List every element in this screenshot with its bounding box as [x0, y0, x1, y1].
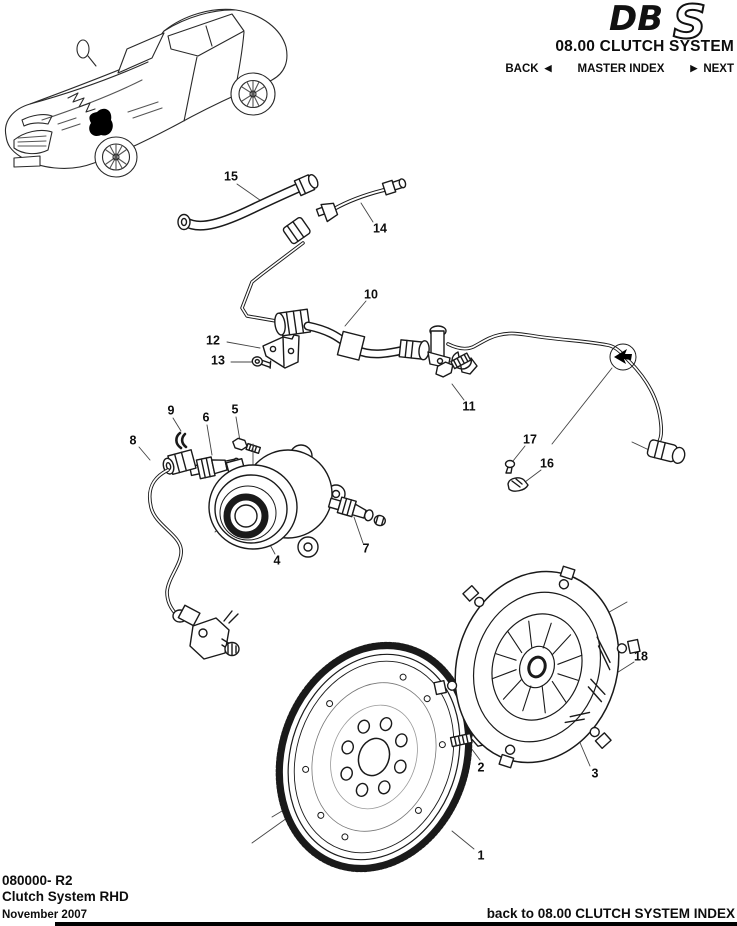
part-bleed-fitting-7 — [327, 496, 386, 527]
callout-9: 9 — [167, 403, 175, 418]
callout-3: 3 — [591, 766, 599, 781]
callout-16: 16 — [540, 456, 554, 471]
car-door-line-front — [183, 56, 198, 122]
dbs-logo-s: S — [673, 0, 706, 42]
harness-squiggle — [67, 92, 96, 113]
nav-next-arrow-icon[interactable]: ▶ — [690, 62, 698, 73]
nav-master-index-link[interactable]: MASTER INDEX — [577, 63, 665, 75]
callout-11: 11 — [462, 399, 476, 414]
clip-location-marker — [609, 343, 637, 371]
car-hood-vents — [57, 101, 163, 131]
back-to-index-link[interactable]: back to 08.00 CLUTCH SYSTEM INDEX — [486, 906, 735, 921]
doc-number: 080000- R2 — [2, 873, 73, 888]
cover-lugs — [433, 565, 641, 769]
callout-5: 5 — [231, 402, 239, 417]
part-slave-cylinder-4 — [208, 444, 346, 558]
footer-doc-block: 080000- R2 Clutch System RHD November 20… — [2, 873, 129, 923]
callout-2: 2 — [477, 760, 485, 775]
callout-18: 18 — [634, 649, 648, 664]
part-bracket-12 — [262, 334, 300, 369]
dbs-logo-db: DB — [609, 0, 663, 39]
car-hood-line — [29, 61, 149, 105]
callout-4: 4 — [273, 553, 281, 568]
cover-straps — [564, 636, 611, 724]
pipe-connector-upper — [240, 216, 311, 323]
part-feed-hose-15 — [177, 174, 319, 231]
footer-rule — [55, 922, 737, 926]
part-clip-16 — [507, 477, 529, 492]
diaphragm-fingers — [491, 620, 583, 714]
doc-title: Clutch System RHD — [2, 889, 129, 904]
part-pipe-8 — [147, 449, 240, 660]
car-locator-illustration — [4, 8, 288, 178]
nav-next-link[interactable]: NEXT — [703, 63, 734, 75]
callout-13: 13 — [211, 353, 225, 368]
part-bolt-11 — [435, 352, 472, 378]
doc-date: November 2007 — [2, 909, 88, 921]
callout-17: 17 — [523, 432, 537, 447]
page-title: 08.00 CLUTCH SYSTEM — [555, 38, 734, 55]
flywheel-bolt-holes — [340, 717, 408, 797]
car-mirror — [76, 39, 90, 59]
car-grille-slats — [17, 135, 47, 147]
part-flywheel-1 — [275, 641, 473, 873]
car-headlight — [21, 114, 53, 127]
nav-back-arrow-icon[interactable]: ◀ — [544, 62, 552, 73]
callout-12: 12 — [206, 333, 220, 348]
part-screw-17 — [504, 459, 516, 474]
callout-10: 10 — [364, 287, 378, 302]
callout-6: 6 — [202, 410, 210, 425]
callout-15: 15 — [224, 169, 238, 184]
car-bpillar — [205, 25, 213, 47]
car-roofline — [163, 9, 237, 32]
callout-1: 1 — [477, 848, 485, 863]
car-windshield — [117, 32, 165, 74]
car-mirror-stalk — [87, 55, 97, 67]
car-hood-crease — [41, 79, 143, 121]
clutch-location-marker — [89, 108, 113, 136]
hose-union-bracket — [427, 325, 451, 369]
header-nav: BACK ◀ MASTER INDEX ▶ NEXT — [505, 62, 734, 76]
part-clutch-cover-3 — [433, 565, 641, 769]
flywheel-web-holes — [302, 673, 446, 841]
car-front-wheel — [94, 136, 138, 178]
callout-14: 14 — [373, 221, 387, 236]
part-clip-9 — [175, 431, 188, 450]
nav-back-link[interactable]: BACK — [505, 63, 539, 75]
part-flex-hose-10 — [274, 308, 686, 464]
pipe-8-end-bracket — [172, 604, 240, 660]
dbs-logo: DB S — [609, 0, 707, 42]
part-screw-13 — [251, 356, 272, 369]
car-side-windows — [167, 13, 245, 57]
part-rigid-pipe-14 — [315, 178, 407, 223]
car-rear-wheel — [230, 72, 276, 116]
pipe-end-fitting — [646, 439, 686, 464]
car-number-plate — [13, 155, 41, 168]
callout-8: 8 — [129, 433, 137, 448]
callout-7: 7 — [362, 541, 370, 556]
